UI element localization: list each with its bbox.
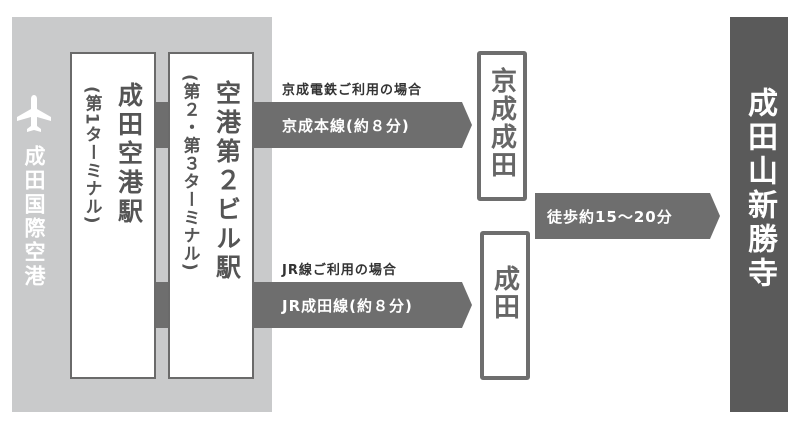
terminal2-station: 空港第２ビル駅 (第２・第３ターミナル) — [168, 52, 254, 379]
keisei-line-arrow: 京成本線(約８分) — [252, 102, 472, 148]
jr-line: JR成田線(約８分) — [282, 296, 413, 315]
jr-caption: JR線ご利用の場合 — [282, 263, 397, 278]
airplane-icon — [17, 95, 51, 132]
terminal1-station: 成田空港駅 (第1ターミナル) — [70, 52, 156, 379]
keisei-line: 京成本線(約８分) — [282, 116, 410, 135]
jr-narita-label: 成田 — [489, 265, 520, 321]
walk-arrow: 徒歩約15〜20分 — [535, 193, 720, 239]
terminal2-sub: (第２・第３ターミナル) — [179, 74, 200, 272]
terminal1-sub: (第1ターミナル) — [81, 86, 102, 225]
airport-name: 成田国際空港 — [22, 145, 46, 289]
jr-line-arrow: JR成田線(約８分) — [252, 282, 472, 328]
keisei-narita-station: 京成成田 — [477, 51, 527, 201]
walk-time: 徒歩約15〜20分 — [547, 207, 673, 226]
connector-bottom-1 — [155, 282, 171, 328]
airport-label: 成田国際空港 — [14, 95, 54, 289]
destination-box: 成田山新勝寺 — [730, 17, 788, 412]
terminal2-name: 空港第２ビル駅 — [212, 80, 242, 283]
terminal1-name: 成田空港駅 — [114, 82, 144, 227]
keisei-caption: 京成電鉄ご利用の場合 — [282, 83, 423, 98]
jr-narita-station: 成田 — [480, 231, 530, 380]
connector-top-1 — [155, 102, 171, 148]
keisei-narita-label: 京成成田 — [486, 67, 517, 179]
destination-name: 成田山新勝寺 — [742, 87, 777, 291]
